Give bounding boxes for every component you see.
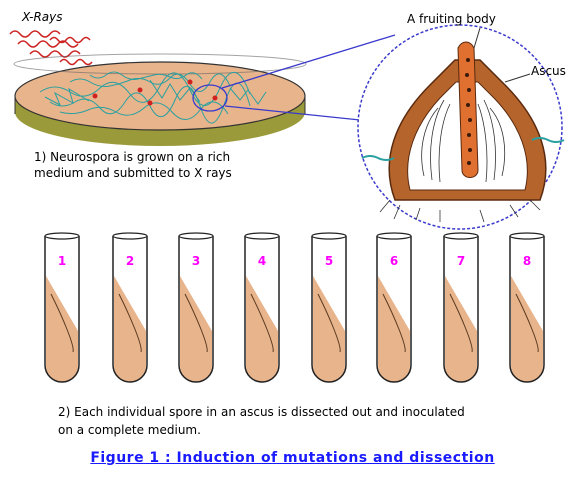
test-tube-7 <box>443 232 479 383</box>
mutation-dots <box>92 79 218 106</box>
tube-rim <box>443 232 479 240</box>
agar-slant <box>378 276 410 382</box>
tube-rim <box>376 232 412 240</box>
agar-slant <box>180 276 212 382</box>
tube-number-7: 7 <box>456 254 466 268</box>
step1-text-line1: 1) Neurospora is grown on a rich <box>34 150 231 164</box>
inoculation-streak <box>50 293 74 353</box>
tube-number-1: 1 <box>57 254 67 268</box>
ascus-pointer <box>504 73 531 83</box>
test-tube-5 <box>311 232 347 383</box>
inoculation-streak <box>118 293 142 353</box>
agar-slant <box>445 276 477 382</box>
agar-slant <box>46 276 78 382</box>
inoculation-streak <box>317 293 341 353</box>
tube-number-3: 3 <box>191 254 201 268</box>
inoculation-streak <box>184 293 208 353</box>
hyphae-network <box>39 71 267 124</box>
tube-number-5: 5 <box>324 254 334 268</box>
tube-rim <box>112 232 148 240</box>
tube-number-8: 8 <box>522 254 532 268</box>
agar-slant <box>313 276 345 382</box>
xray-squiggles <box>9 30 93 66</box>
ascus-label: Ascus <box>531 64 566 78</box>
tube-glass <box>44 236 80 383</box>
tube-glass <box>178 236 214 383</box>
tube-rim <box>244 232 280 240</box>
tube-number-6: 6 <box>389 254 399 268</box>
test-tube-3 <box>178 232 214 383</box>
agar-slant <box>114 276 146 382</box>
xrays-label: X-Rays <box>22 10 63 24</box>
tube-glass <box>376 236 412 383</box>
tube-glass <box>311 236 347 383</box>
tube-rim <box>509 232 545 240</box>
tube-number-2: 2 <box>125 254 135 268</box>
fruiting-body-zoom <box>357 24 565 230</box>
inoculation-streak <box>515 293 539 353</box>
inoculation-streak <box>382 293 406 353</box>
step2-text-line2: on a complete medium. <box>58 423 201 437</box>
tube-rim <box>44 232 80 240</box>
tube-glass <box>112 236 148 383</box>
fruiting-body-label: A fruiting body <box>407 12 496 26</box>
tube-number-4: 4 <box>257 254 267 268</box>
tube-glass <box>443 236 479 383</box>
figure-caption: Figure 1 : Induction of mutations and di… <box>90 450 495 466</box>
fruiting-body-pointer <box>473 27 481 49</box>
inoculation-streak <box>250 293 274 353</box>
step1-text-line2: medium and submitted to X rays <box>34 166 232 180</box>
inoculation-streak <box>449 293 473 353</box>
tube-rim <box>311 232 347 240</box>
test-tube-4 <box>244 232 280 383</box>
test-tube-6 <box>376 232 412 383</box>
test-tube-8 <box>509 232 545 383</box>
test-tube-1 <box>44 232 80 383</box>
tube-rim <box>178 232 214 240</box>
agar-slant <box>511 276 543 382</box>
test-tube-2 <box>112 232 148 383</box>
test-tubes <box>44 232 545 383</box>
zoom-indicator <box>192 34 396 121</box>
step2-text-line1: 2) Each individual spore in an ascus is … <box>58 405 465 419</box>
tube-glass <box>509 236 545 383</box>
agar-slant <box>246 276 278 382</box>
tube-glass <box>244 236 280 383</box>
